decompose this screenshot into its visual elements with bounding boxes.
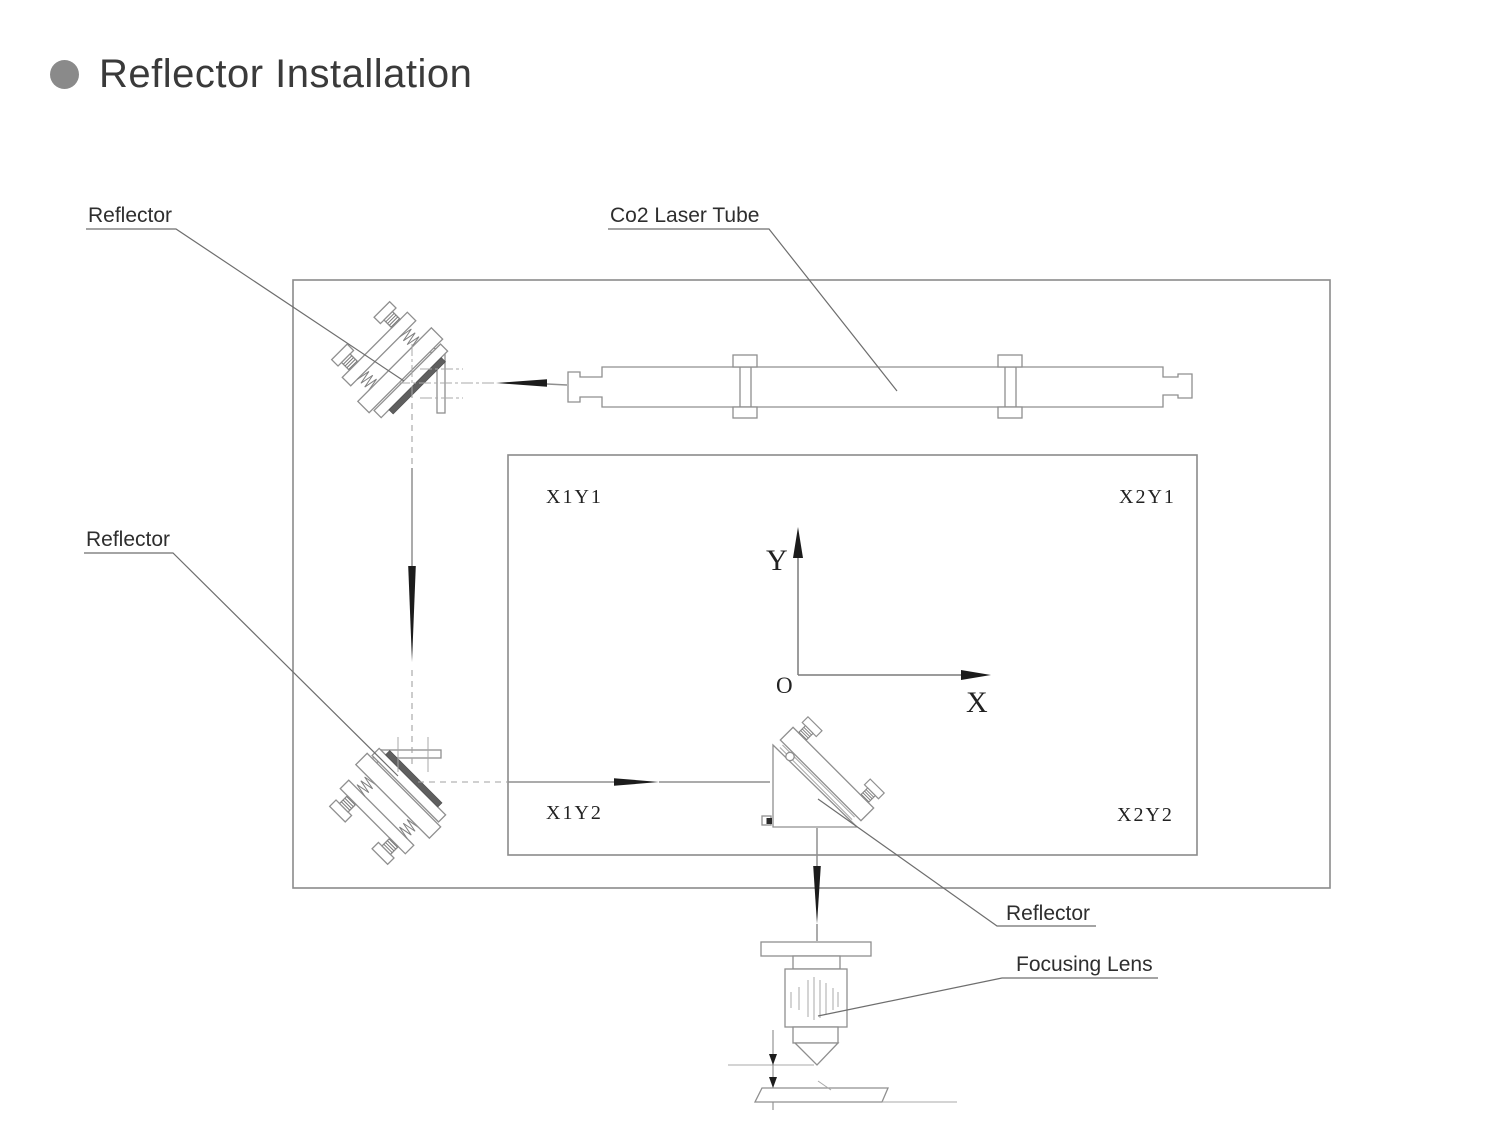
y-axis-arrow-icon [793,527,803,558]
coordinate-axes: Y X O [766,527,991,719]
corner-label-x1y1: X1Y1 [546,486,603,508]
callout-laser-tube: Co2 Laser Tube [608,204,898,392]
dimension-arrow-icon [769,1054,777,1065]
reflector-assembly-3 [761,716,885,828]
x-axis-label: X [966,686,988,719]
y-axis-label: Y [766,544,788,577]
tube-clamp-left [732,354,758,419]
corner-label-x2y1: X2Y1 [1119,486,1176,508]
beam-arrow-left-icon [496,379,547,387]
laser-tube [567,354,1193,419]
beam-arrow-right-icon [614,778,659,786]
callout-label: Reflector [1006,902,1090,925]
callout-label: Reflector [86,528,170,551]
focusing-lens-assembly [760,941,872,1066]
pivot-pin-icon [785,751,795,762]
callout-label: Focusing Lens [1016,953,1153,976]
x-axis-arrow-icon [961,670,991,680]
reflector-assembly-2 [322,737,454,872]
lens-lower-neck [792,1026,839,1044]
beam-reflector3-to-lens [813,828,821,941]
beam-arrow-down-icon [813,866,821,924]
lens-neck [792,955,841,970]
beam-reflector2-to-reflector3 [418,778,770,786]
carriage-wedge [772,743,859,828]
workpiece [753,1080,957,1103]
callout-label: Co2 Laser Tube [610,204,759,227]
callout-reflector-top: Reflector [86,204,405,382]
dimension-arrow-icon [769,1077,777,1088]
machine-outer-frame [292,279,1331,889]
lens-glass-lines [790,977,839,1020]
callout-focusing-lens: Focusing Lens [817,953,1158,1017]
lens-flange [760,941,872,957]
corner-label-x2y2: X2Y2 [1117,804,1174,826]
beam-tube-to-reflector1 [398,379,568,387]
bullet-icon [50,60,79,89]
beam-arrow-down-icon [408,566,416,662]
origin-label: O [776,673,793,698]
page-header: Reflector Installation [50,52,472,97]
callout-reflector-bottom: Reflector [817,798,1096,927]
corner-label-x1y2: X1Y2 [546,802,603,824]
callout-reflector-mid: Reflector [84,528,399,777]
mirror-bar [779,726,875,822]
page-title: Reflector Installation [99,52,473,96]
work-area-frame [507,454,1198,856]
reflector-assembly-1 [324,294,463,426]
callout-label: Reflector [88,204,172,227]
beam-reflector1-to-reflector2 [408,392,416,768]
tube-clamp-right [997,354,1023,419]
lens-nozzle-cone [793,1042,840,1066]
focal-dimension [728,1030,814,1110]
